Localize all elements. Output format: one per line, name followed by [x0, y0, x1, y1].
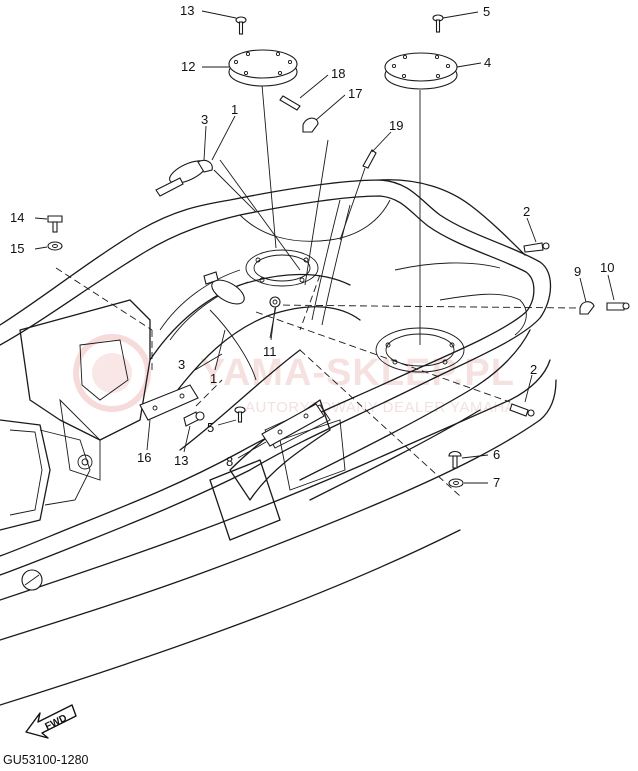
hatch-cover-part-4 [384, 52, 458, 90]
callout-12: 12 [181, 59, 195, 74]
callout-13-lower: 13 [174, 453, 188, 468]
callout-1-top: 1 [231, 102, 238, 117]
callout-15: 15 [10, 241, 24, 256]
pin-part-10 [606, 302, 630, 311]
callout-17: 17 [348, 86, 362, 101]
parts [47, 14, 630, 488]
callout-13-top: 13 [180, 3, 194, 18]
callout-9: 9 [574, 264, 581, 279]
band-part-3-top [155, 159, 213, 197]
rivet-part-18 [279, 95, 301, 111]
leader-lines [55, 84, 579, 497]
callout-8: 8 [226, 454, 233, 469]
diagram-code: GU53100-1280 [3, 753, 89, 767]
screw-part-5-lower [234, 406, 246, 423]
clip-part-9 [579, 301, 595, 315]
callout-19: 19 [389, 118, 403, 133]
screw-part-13-lower [183, 411, 205, 427]
grommet-part-11 [269, 296, 281, 308]
callout-2-lower: 2 [530, 362, 537, 377]
bracket-part-8 [261, 403, 325, 447]
callout-3-lower: 3 [178, 357, 185, 372]
screw-part-5-top [432, 14, 444, 33]
callout-5-lower: 5 [207, 420, 214, 435]
callout-18: 18 [331, 66, 345, 81]
callout-3-top: 3 [201, 112, 208, 127]
watermark: YAMA-SKLEP.PL AUTORYZOWANY DEALER YAMAHA [73, 334, 515, 416]
fwd-label: FWD [43, 713, 68, 733]
callout-leaders [34, 10, 615, 484]
clip-part-17 [302, 117, 319, 133]
watermark-title: YAMA-SKLEP.PL [200, 352, 515, 394]
bracket-part-16 [139, 384, 199, 421]
callout-1-lower: 1 [210, 371, 217, 386]
fwd-arrow-icon: FWD [25, 704, 77, 739]
callout-7: 7 [493, 475, 500, 490]
pin-part-19 [362, 149, 377, 169]
bolt-part-6 [448, 450, 462, 469]
callout-4: 4 [484, 55, 491, 70]
pin-part-2-lower [509, 403, 535, 417]
callout-16: 16 [137, 450, 151, 465]
callout-6: 6 [493, 447, 500, 462]
screw-part-13-top [235, 16, 247, 35]
hull-outline [0, 179, 557, 706]
callout-11: 11 [263, 344, 277, 359]
pin-part-2-upper [523, 242, 550, 253]
callout-labels: 13 12 5 4 18 17 1 3 19 2 14 15 9 10 11 3… [10, 3, 614, 490]
washer-part-7 [448, 478, 464, 488]
washer-part-15 [47, 241, 63, 251]
band-part-3-lower [203, 271, 245, 305]
callout-5-top: 5 [483, 4, 490, 19]
callout-14: 14 [10, 210, 24, 225]
hatch-cover-part-12 [228, 49, 298, 87]
bolt-part-14 [47, 215, 63, 233]
callout-10: 10 [600, 260, 614, 275]
callout-2-upper: 2 [523, 204, 530, 219]
